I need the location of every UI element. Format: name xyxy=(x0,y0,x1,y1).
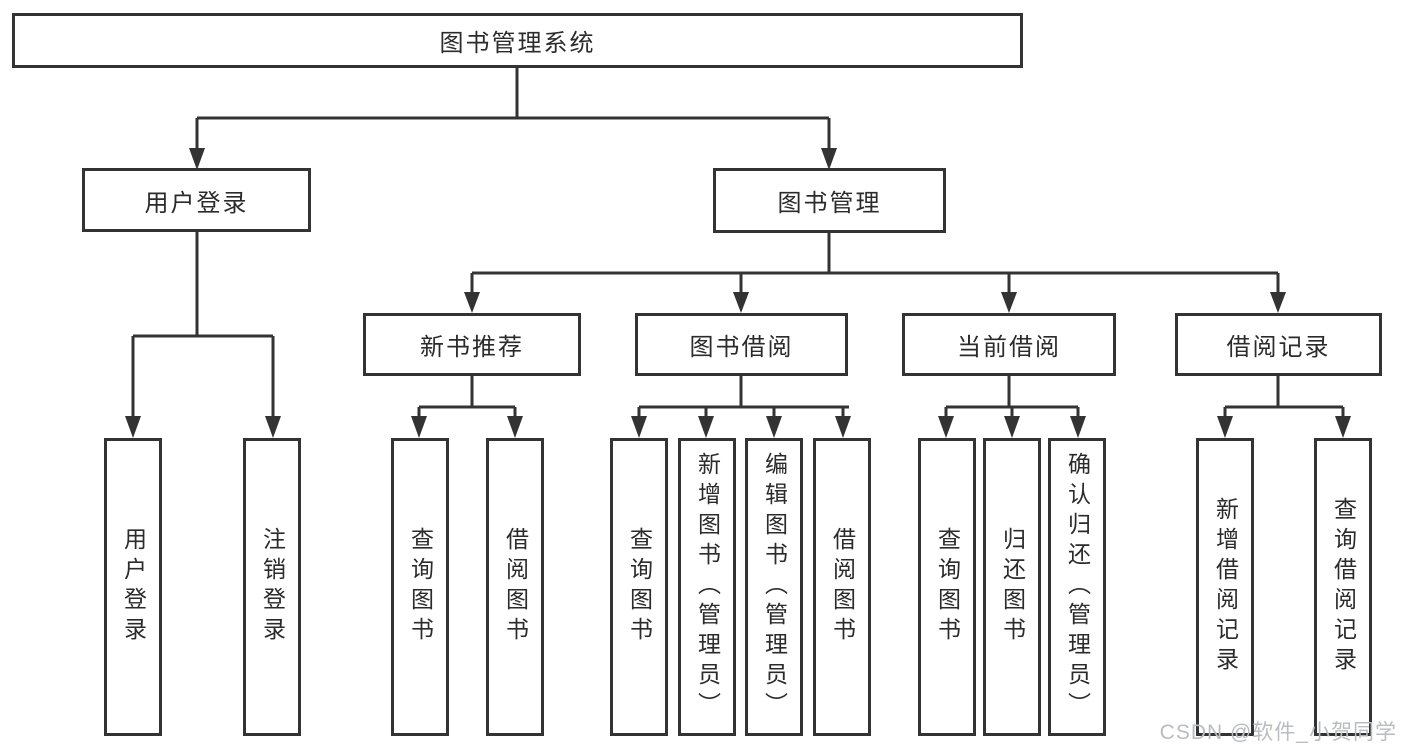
csdn-watermark: CSDN @软件_小贺同学 xyxy=(1159,721,1397,744)
leaf-label: 借阅图书 xyxy=(829,527,856,647)
leaf-label: 查询图书 xyxy=(934,527,961,647)
leaf-query-books-borrowing: 查询图书 xyxy=(610,438,668,736)
arrow-icon xyxy=(1270,292,1286,313)
leaf-label: 注销登录 xyxy=(259,527,286,647)
node-library-management-system: 图书管理系统 xyxy=(12,13,1023,68)
leaf-label: 归还图书 xyxy=(999,527,1026,647)
arrow-icon xyxy=(766,416,782,438)
connector xyxy=(470,233,1280,295)
arrow-icon xyxy=(125,416,141,438)
leaf-edit-book-admin: 编辑图书（管理员） xyxy=(745,438,803,736)
connector xyxy=(944,376,1080,419)
arrow-icon xyxy=(835,416,851,438)
leaf-logout: 注销登录 xyxy=(243,438,301,736)
leaf-query-books-current: 查询图书 xyxy=(918,438,976,736)
arrow-icon xyxy=(938,416,954,438)
arrow-icon xyxy=(1335,416,1351,438)
node-new-book-recommend: 新书推荐 xyxy=(363,313,581,376)
leaf-label: 新增借阅记录 xyxy=(1212,497,1239,677)
node-user-login: 用户登录 xyxy=(82,168,311,232)
arrowheads xyxy=(125,148,1351,438)
connector xyxy=(417,376,517,419)
arrow-icon xyxy=(464,292,480,313)
leaf-label: 查询图书 xyxy=(626,527,653,647)
leaf-query-borrow-record: 查询借阅记录 xyxy=(1314,438,1372,736)
leaf-label: 用户登录 xyxy=(120,527,147,647)
leaf-label: 查询图书 xyxy=(407,527,434,647)
leaf-borrow-books: 借阅图书 xyxy=(813,438,871,736)
leaf-borrow-books-recommend: 借阅图书 xyxy=(486,438,544,736)
arrow-icon xyxy=(189,148,205,170)
connector xyxy=(131,232,275,418)
leaf-query-books-recommend: 查询图书 xyxy=(391,438,449,736)
leaf-label: 编辑图书（管理员） xyxy=(761,452,788,722)
arrow-icon xyxy=(698,416,714,438)
leaf-user-login: 用户登录 xyxy=(104,438,162,736)
arrow-icon xyxy=(631,416,647,438)
arrow-icon xyxy=(821,148,837,170)
arrow-icon xyxy=(1004,416,1020,438)
connector xyxy=(1223,376,1345,419)
arrow-icon xyxy=(507,416,523,438)
arrow-icon xyxy=(1001,292,1017,313)
node-borrowing-records: 借阅记录 xyxy=(1175,313,1382,376)
node-current-borrowing: 当前借阅 xyxy=(902,313,1116,376)
leaf-add-book-admin: 新增图书（管理员） xyxy=(678,438,736,736)
arrow-icon xyxy=(733,292,749,313)
leaf-add-borrow-record: 新增借阅记录 xyxy=(1196,438,1254,736)
leaf-confirm-return-admin: 确认归还（管理员） xyxy=(1048,438,1106,736)
leaf-label: 确认归还（管理员） xyxy=(1064,452,1091,722)
arrow-icon xyxy=(1070,416,1086,438)
connector xyxy=(637,376,849,419)
arrow-icon xyxy=(1217,416,1233,438)
leaf-return-book: 归还图书 xyxy=(983,438,1041,736)
leaf-label: 新增图书（管理员） xyxy=(694,452,721,722)
arrow-icon xyxy=(265,416,281,438)
node-book-management: 图书管理 xyxy=(713,168,946,233)
arrow-icon xyxy=(411,416,427,438)
leaf-label: 借阅图书 xyxy=(502,527,529,647)
node-book-borrowing: 图书借阅 xyxy=(635,313,848,376)
connector xyxy=(195,68,831,150)
leaf-label: 查询借阅记录 xyxy=(1330,497,1357,677)
